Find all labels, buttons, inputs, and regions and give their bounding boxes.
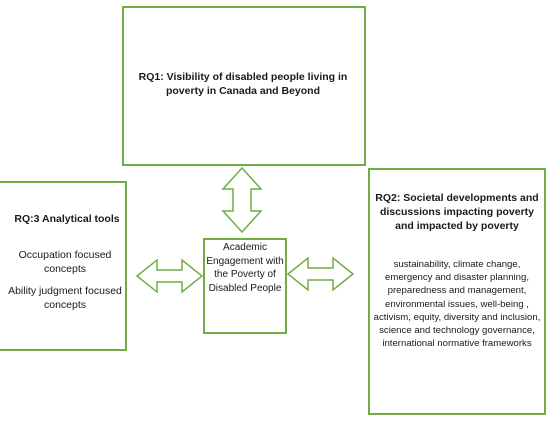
central-theme-box xyxy=(203,238,287,334)
arrow-center-rq2-icon xyxy=(286,256,355,292)
rq3-item-occupation: Occupation focused concepts xyxy=(18,249,112,275)
rq1-box xyxy=(122,6,366,166)
rq2-box xyxy=(368,168,546,415)
arrow-rq1-center-icon xyxy=(221,166,263,234)
rq1-title: RQ1: Visibility of disabled people livin… xyxy=(138,71,348,97)
central-theme-text: Academic Engagement with the Poverty of … xyxy=(206,242,284,294)
arrow-rq3-center-icon xyxy=(135,258,204,294)
rq3-title: RQ:3 Analytical tools xyxy=(14,213,120,225)
rq3-item-ability-judgment: Ability judgment focused concepts xyxy=(8,285,122,311)
rq2-topics-text: sustainability, climate change, emergenc… xyxy=(373,259,541,350)
rq3-box xyxy=(0,181,127,351)
rq2-title: RQ2: Societal developments and discussio… xyxy=(375,192,539,232)
